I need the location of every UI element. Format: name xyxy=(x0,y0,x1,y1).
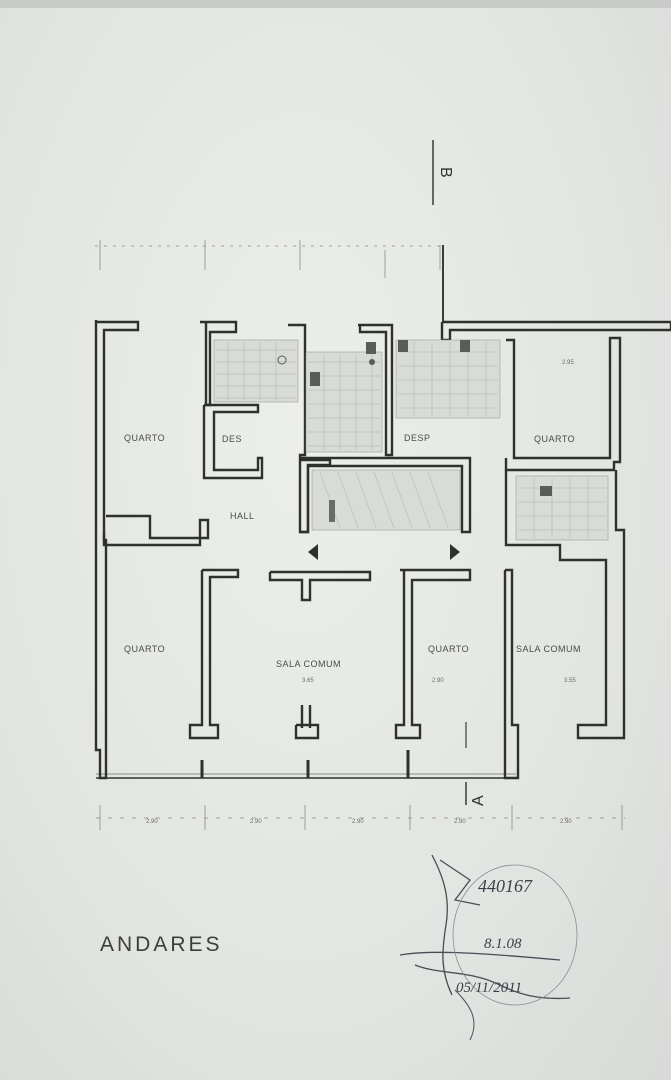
arrow-right-icon xyxy=(450,544,460,560)
room-quarto-ne: QUARTO xyxy=(534,434,575,444)
room-des: DES xyxy=(222,434,242,444)
stamp-number: 440167 xyxy=(478,876,533,896)
room-quarto-nw: QUARTO xyxy=(124,433,165,443)
section-mark-a: A xyxy=(470,795,487,806)
fixtures xyxy=(277,340,552,496)
stamp-code: 8.1.08 xyxy=(484,936,522,952)
dim-sala-comum-1: 3.65 xyxy=(302,678,314,684)
dim-quarto-ne: 2.95 xyxy=(562,360,574,366)
bay-dim-2: 2.90 xyxy=(250,819,262,825)
bay-dim-5: 2.90 xyxy=(560,819,572,825)
section-line-b xyxy=(432,140,444,322)
south-facade xyxy=(96,750,516,779)
bay-dim-4: 2.90 xyxy=(454,819,466,825)
plan-title: ANDARES xyxy=(100,933,223,956)
stair-arrow-icon xyxy=(329,500,335,522)
approval-stamp xyxy=(399,854,578,1041)
stamp-date: 05/11/2011 xyxy=(456,980,522,996)
room-hall: HALL xyxy=(230,511,255,521)
bottom-dimension-row xyxy=(96,805,625,830)
bay-dim-3: 2.90 xyxy=(352,819,364,825)
dim-sala-comum-2: 3.55 xyxy=(564,678,576,684)
section-mark-b: B xyxy=(437,167,454,178)
wet-area-hatching xyxy=(213,339,609,541)
bay-dim-1: 2.90 xyxy=(146,819,158,825)
walls xyxy=(94,320,671,780)
room-desp: DESP xyxy=(404,433,431,443)
room-quarto-sw: QUARTO xyxy=(124,644,165,654)
room-sala-comum-1: SALA COMUM xyxy=(276,659,341,669)
room-sala-comum-2: SALA COMUM xyxy=(516,644,581,654)
top-dimension-row xyxy=(95,240,445,278)
arrow-left-icon xyxy=(308,544,318,560)
room-quarto-s: QUARTO xyxy=(428,644,469,654)
dim-quarto-s: 2.90 xyxy=(432,678,444,684)
